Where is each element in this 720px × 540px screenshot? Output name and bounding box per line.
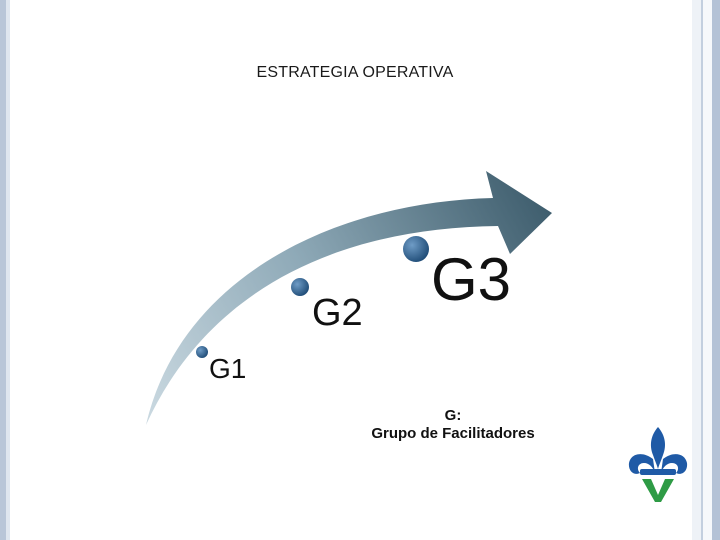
slide-frame-right: [692, 0, 720, 540]
stage-label-g1: G1: [209, 353, 247, 384]
stage-dot-g1: [196, 346, 208, 358]
stage-dot-g2: [291, 278, 309, 296]
caption-text: Grupo de Facilitadores: [371, 425, 535, 442]
stage-dot-g3: [403, 236, 429, 262]
fleur-de-lis-v-logo-icon: [628, 427, 688, 502]
stage-label-g3: G3: [431, 246, 512, 313]
slide-title: ESTRATEGIA OPERATIVA: [256, 64, 454, 81]
stage-label-g2: G2: [312, 292, 363, 334]
caption-heading: G:: [444, 407, 462, 424]
slide-frame-left: [0, 0, 10, 540]
caption: G: Grupo de Facilitadores: [340, 407, 566, 443]
curved-arrow: [146, 171, 552, 425]
